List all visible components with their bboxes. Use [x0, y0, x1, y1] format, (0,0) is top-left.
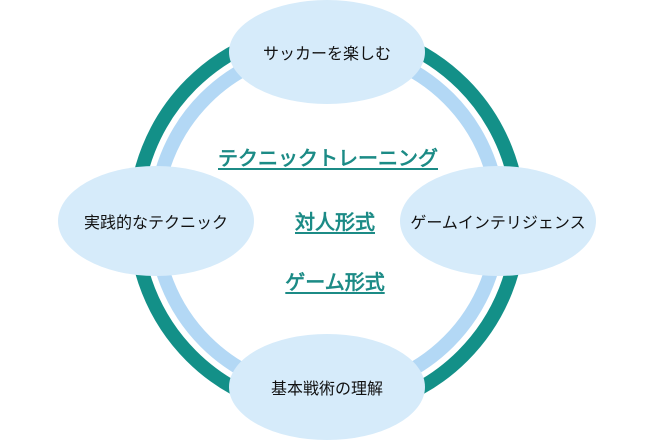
- method-technique-training: テクニックトレーニング: [218, 146, 438, 170]
- node-basic-tactics-label: 基本戦術の理解: [270, 379, 383, 398]
- node-basic-tactics: 基本戦術の理解: [229, 334, 425, 440]
- node-practical-technique-label: 実践的なテクニック: [83, 213, 228, 232]
- method-game-format: ゲーム形式: [285, 270, 385, 294]
- node-game-intelligence-label: ゲームインテリジェンス: [410, 213, 586, 232]
- node-enjoy-soccer-label: サッカーを楽しむ: [262, 44, 391, 63]
- node-game-intelligence: ゲームインテリジェンス: [400, 166, 596, 276]
- node-practical-technique: 実践的なテクニック: [58, 166, 254, 276]
- method-one-on-one: 対人形式: [295, 210, 375, 234]
- node-enjoy-soccer: サッカーを楽しむ: [229, 0, 425, 104]
